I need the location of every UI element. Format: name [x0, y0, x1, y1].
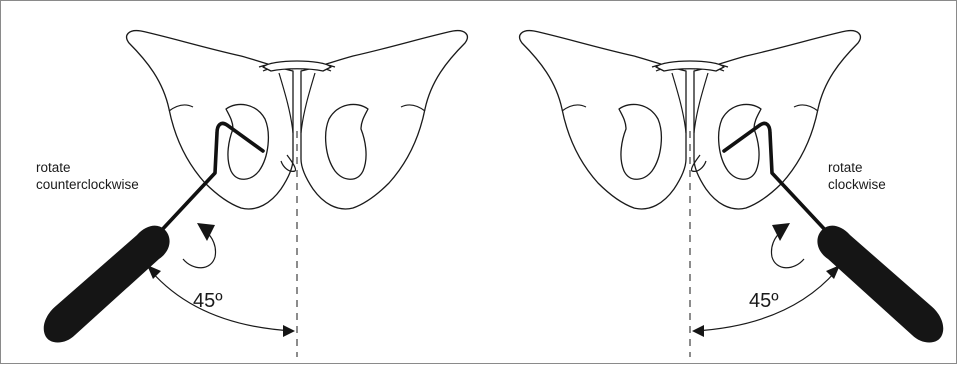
angle-label: 45º: [193, 290, 223, 312]
pelvis-left-half: [520, 31, 686, 209]
rotation-caption-line-1: rotate: [828, 160, 863, 175]
rotation-caption-line-2: counterclockwise: [36, 177, 139, 192]
rotation-caption-line-2: clockwise: [828, 177, 886, 192]
rotation-caption-line-1: rotate: [36, 160, 71, 175]
left-panel: 45º rotate counterclockwise: [36, 31, 467, 357]
pelvis-left-half: [127, 31, 293, 209]
sacrum-top: [263, 61, 331, 71]
pelvis-right-half: [301, 31, 467, 209]
sacrum-top: [656, 61, 724, 71]
counterclockwise-arrow-icon: [183, 223, 216, 268]
clockwise-arrow-icon: [771, 223, 804, 268]
right-panel: 45º rotate clockwise: [520, 31, 944, 357]
angle-label: 45º: [749, 290, 779, 312]
